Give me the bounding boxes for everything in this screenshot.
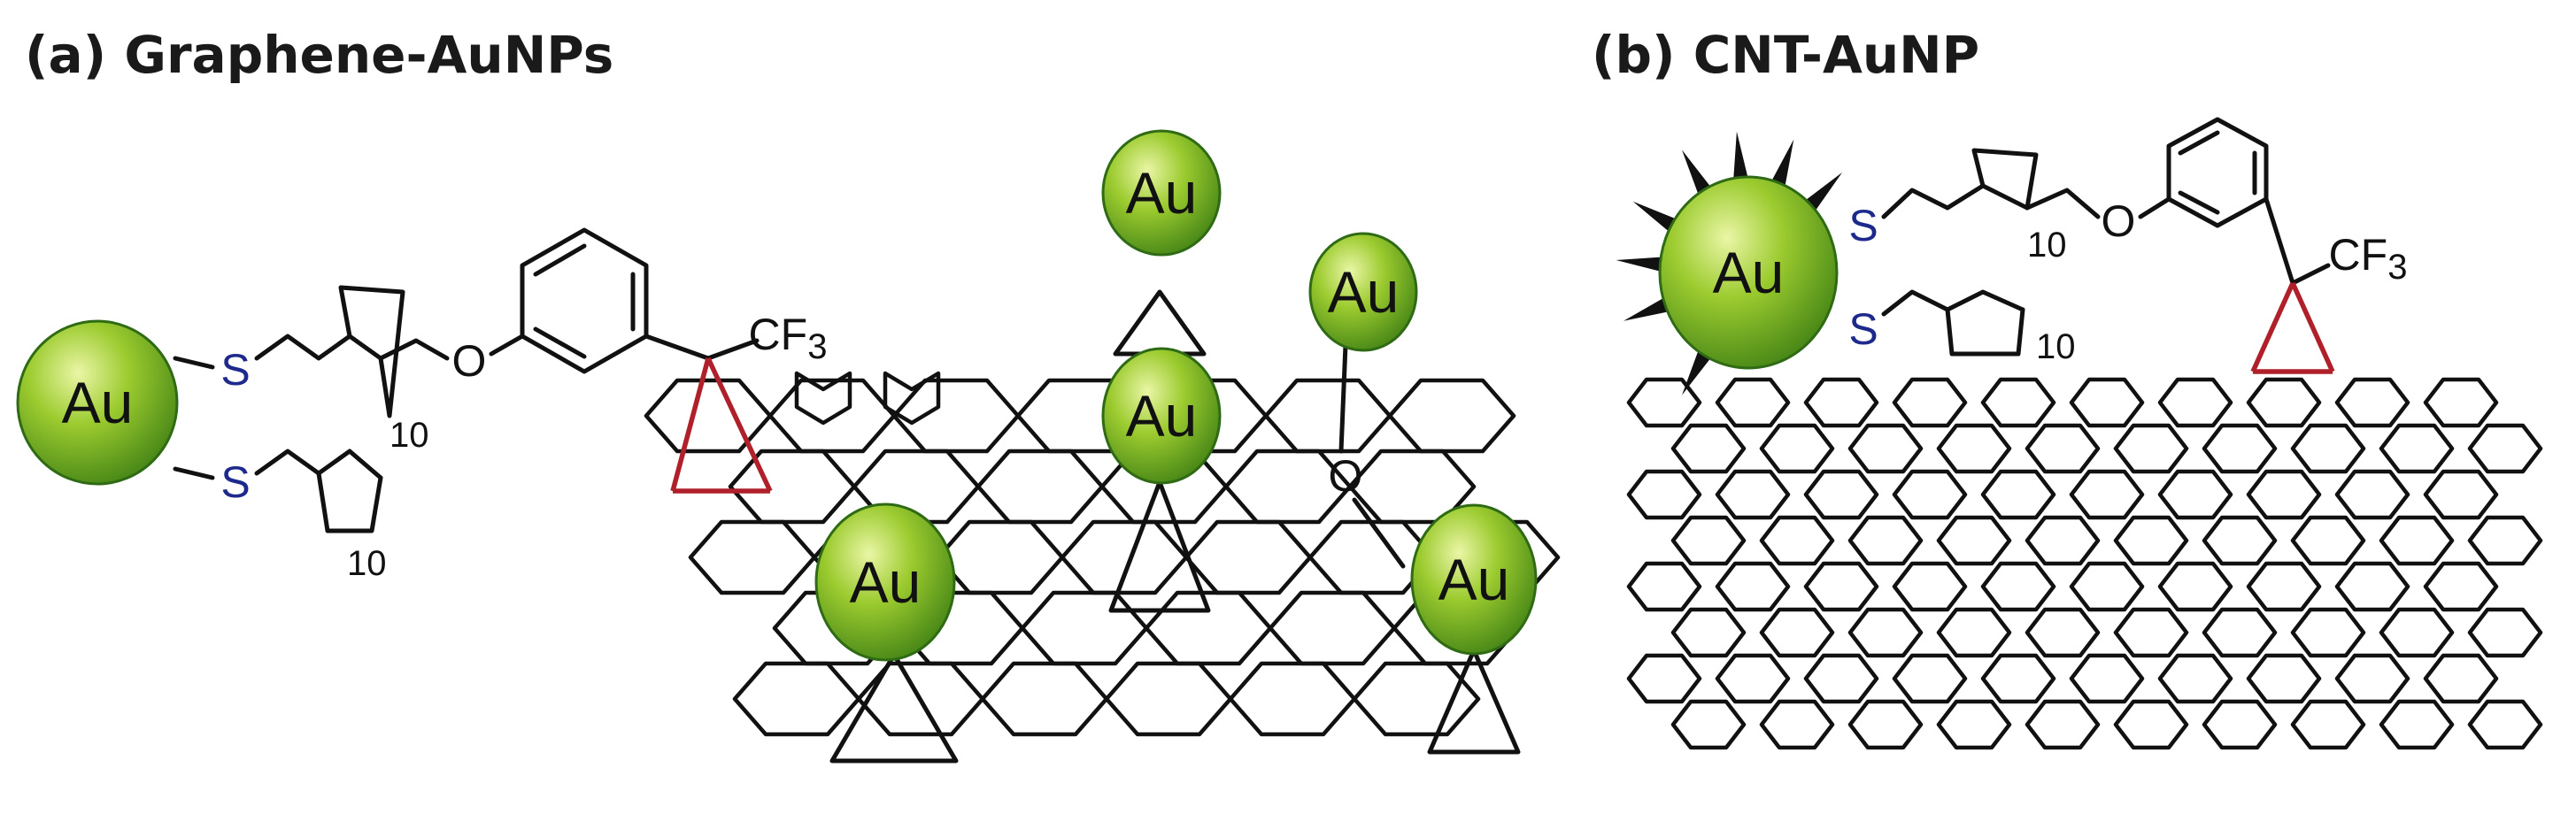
cf3-group: CF3 (2329, 230, 2408, 287)
chain-repeat-label: 10 (389, 416, 429, 455)
panel-b-title: (b) CNT-AuNP (1592, 25, 1979, 85)
graphene-sheet (644, 371, 1561, 737)
au-label: Au (1438, 547, 1510, 612)
chain-repeat-label: 10 (347, 544, 387, 583)
sulfur-atom: S (1848, 201, 1878, 250)
chain-repeat-label: 10 (2036, 327, 2076, 366)
carbon-nanotube (1626, 377, 2543, 750)
sulfur-atom: S (220, 345, 250, 395)
au-label: Au (62, 370, 134, 435)
chain-repeat-label: 10 (2027, 226, 2067, 265)
au-nanoparticle-cnt: Au (1616, 131, 1843, 395)
oxygen-atom: O (452, 336, 487, 386)
au-label: Au (1126, 160, 1198, 226)
oxygen-atom: O (2102, 196, 2136, 246)
cf3-group: CF3 (749, 310, 828, 366)
au-label: Au (1328, 259, 1400, 325)
au-nanoparticles-graphene: Au Au Au O Au Au (814, 129, 1538, 763)
thiol-linker-b: S S 10 10 O CF3 (1848, 117, 2408, 374)
sulfur-atom: S (1848, 304, 1878, 354)
au-label: Au (1126, 383, 1198, 449)
panel-b: (b) CNT-AuNP Au S S 10 10 O (1592, 25, 2543, 750)
au-label: Au (1713, 240, 1785, 305)
oxygen-atom: O (1329, 451, 1363, 501)
au-nanoparticle-left: Au (16, 319, 179, 486)
sulfur-atom: S (220, 457, 250, 507)
thiol-linker-a: S S 10 10 O CF3 (173, 227, 828, 583)
panel-a: (a) Graphene-AuNPs Au S S 10 10 O (16, 25, 1561, 763)
panel-a-title: (a) Graphene-AuNPs (25, 25, 613, 85)
au-label: Au (850, 549, 922, 615)
